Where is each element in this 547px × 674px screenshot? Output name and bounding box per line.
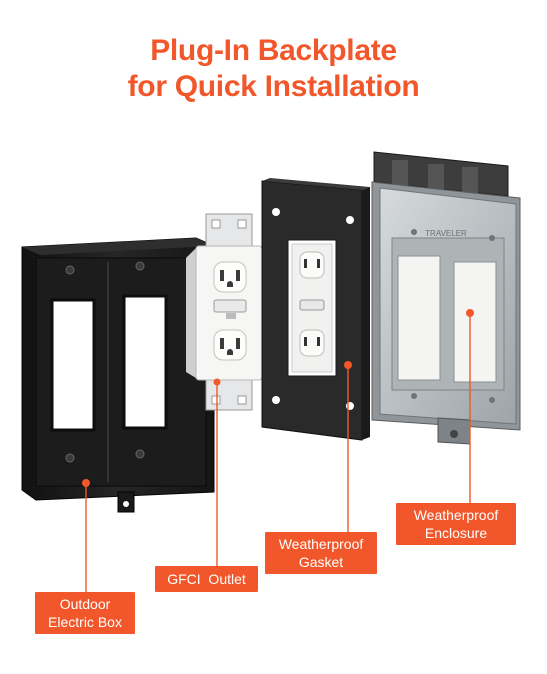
brand-mark: TRAVELER bbox=[425, 229, 467, 238]
callout-weatherproof-enclosure: Weatherproof Enclosure bbox=[396, 503, 516, 545]
callout-weatherproof-gasket: Weatherproof Gasket bbox=[265, 532, 377, 574]
callout-dot-gfci bbox=[213, 378, 221, 386]
callout-leader-lines bbox=[85, 313, 471, 592]
weatherproof-gasket bbox=[261, 178, 370, 441]
weatherproof-enclosure: TRAVELER bbox=[371, 151, 521, 445]
headline-line-2: for Quick Installation bbox=[127, 70, 420, 103]
outdoor-electric-box bbox=[21, 237, 215, 513]
headline-line-1: Plug-In Backplate bbox=[150, 34, 397, 67]
callout-gfci-outlet: GFCI Outlet bbox=[155, 566, 258, 592]
callout-outdoor-electric-box: Outdoor Electric Box bbox=[35, 592, 135, 634]
callout-outdoor-line-1: Outdoor bbox=[59, 596, 111, 612]
callout-outdoor-line-2: Electric Box bbox=[48, 614, 122, 630]
callout-gasket-line-2: Gasket bbox=[298, 554, 344, 570]
gfci-outlet bbox=[186, 213, 263, 411]
callout-enclosure-line-1: Weatherproof bbox=[413, 507, 499, 523]
callout-gfci-line-1: GFCI Outlet bbox=[167, 571, 246, 587]
callout-enclosure-line-2: Enclosure bbox=[424, 525, 488, 541]
callout-gasket-line-1: Weatherproof bbox=[278, 536, 364, 552]
